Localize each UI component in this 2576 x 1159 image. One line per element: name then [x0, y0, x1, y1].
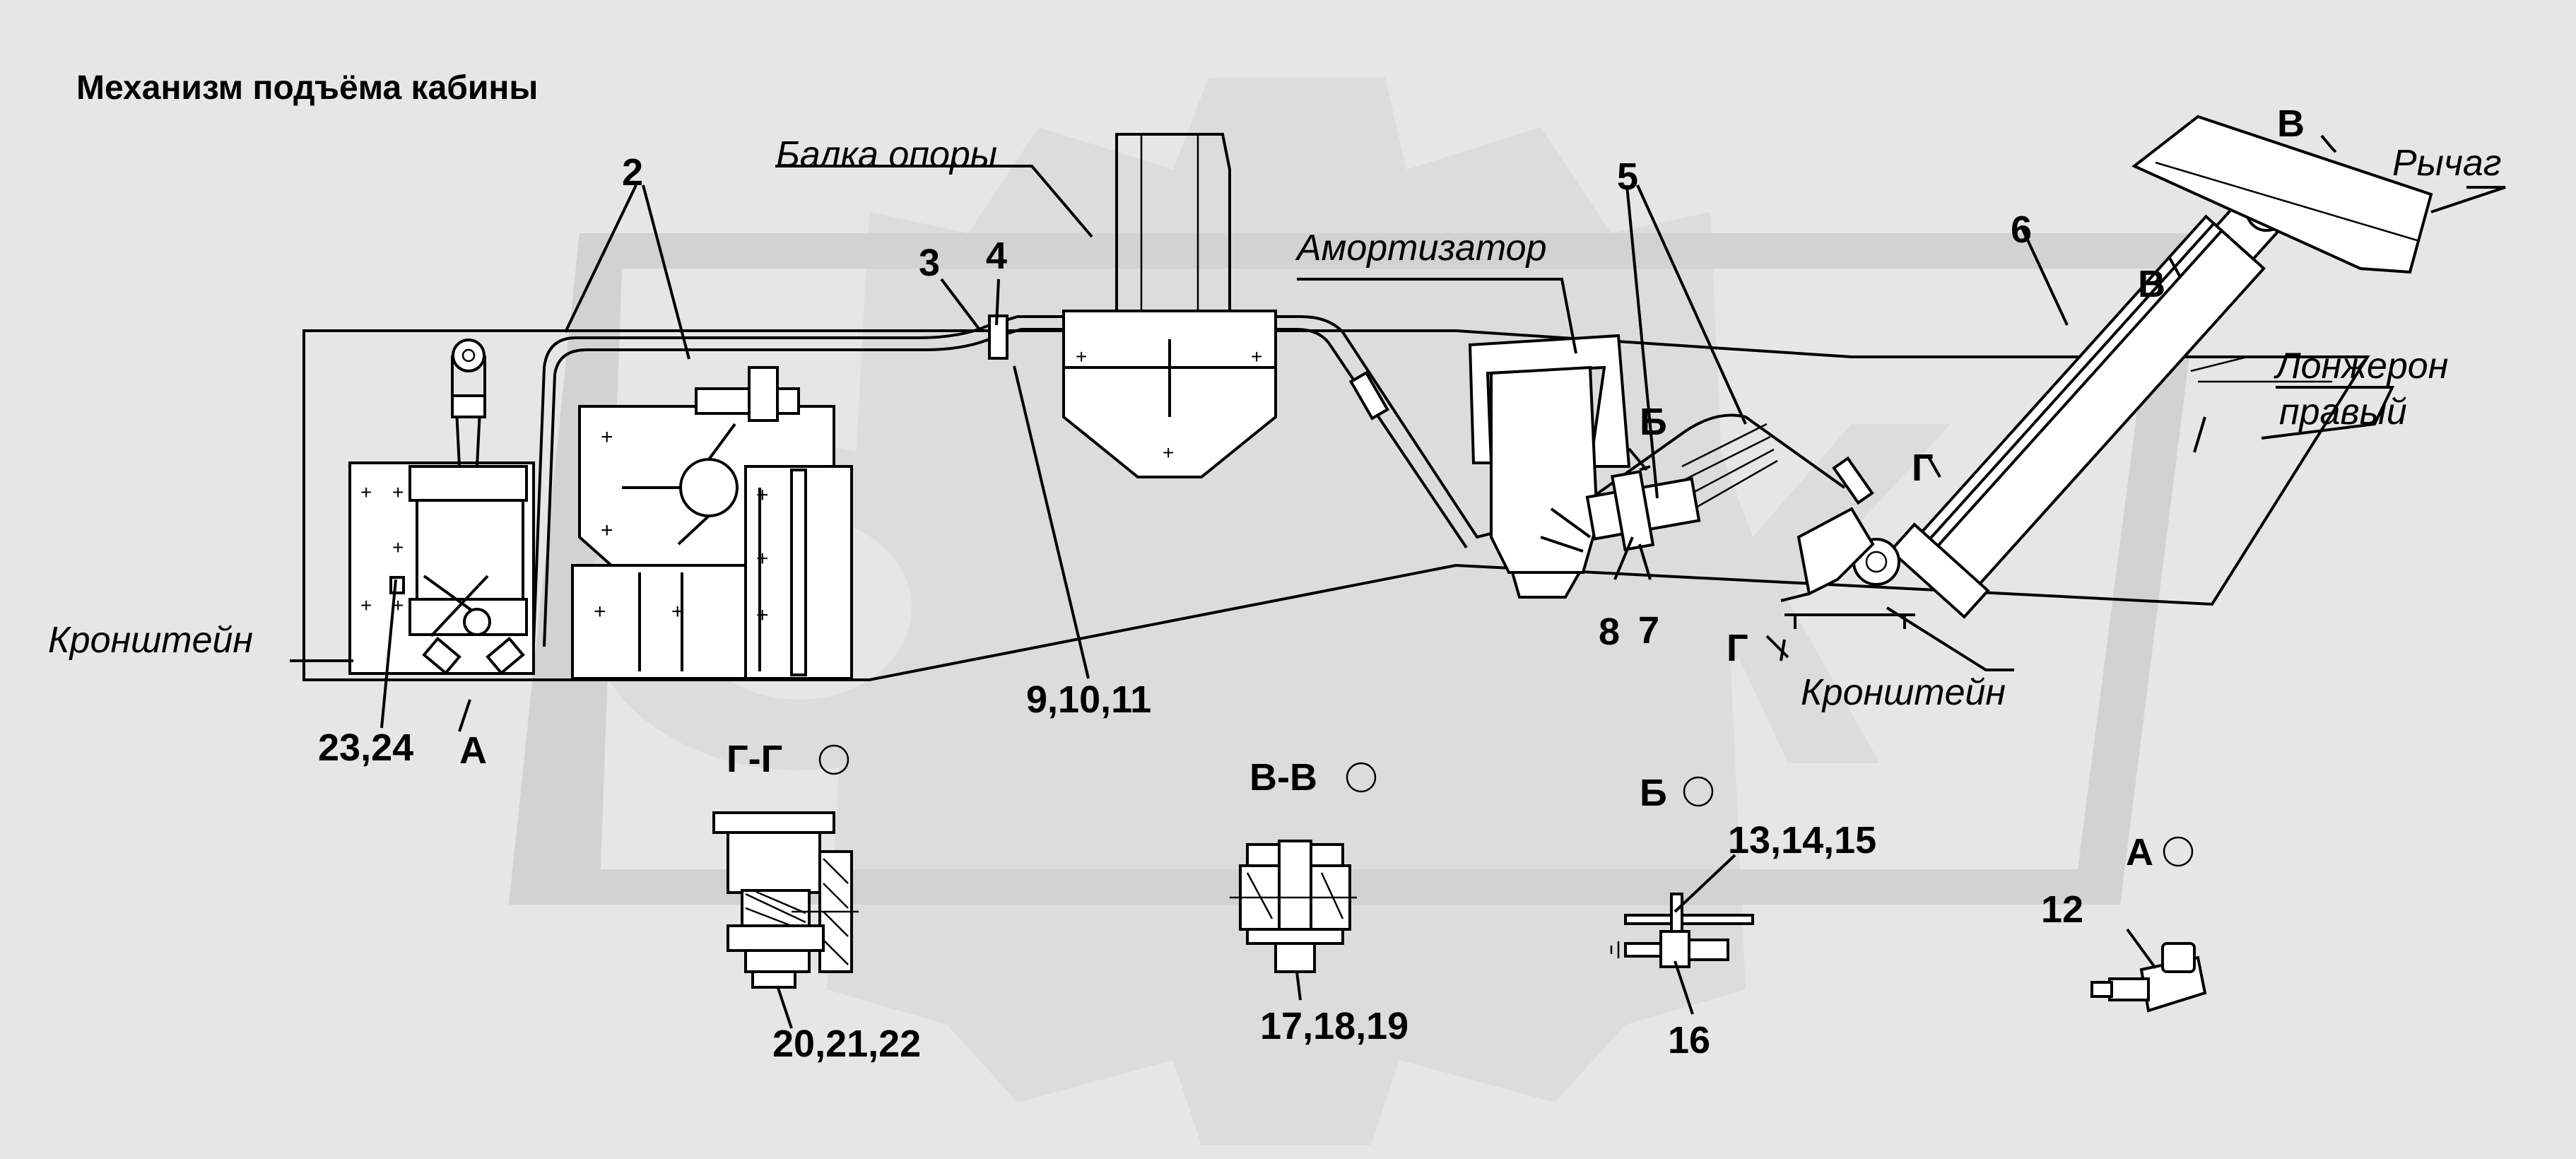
plus-mark: +	[392, 536, 404, 558]
leader-lines	[290, 165, 2506, 1029]
callout-5: 5	[1617, 155, 1638, 198]
callout-6: 6	[2011, 208, 2032, 251]
view-letter-v-top: В	[2277, 102, 2305, 145]
detail-view-b	[1610, 893, 1754, 968]
watermark-letter-x	[1541, 424, 1951, 763]
callout-20-21-22: 20,21,22	[772, 1023, 921, 1065]
detail-title-b: Б	[1640, 772, 1667, 814]
callout-4: 4	[986, 235, 1007, 277]
label-pravyy: правый	[2279, 392, 2407, 433]
hydraulic-cylinder	[1888, 176, 2298, 619]
label-balka-opory: Балка опоры	[776, 134, 997, 175]
plus-mark: +	[756, 547, 769, 570]
view-letter-v: В	[2138, 263, 2165, 305]
labels: Балка опоры Амортизатор Рычаг Лонжерон п…	[48, 134, 2501, 713]
plus-mark: +	[756, 483, 769, 507]
plus-mark: +	[1076, 346, 1087, 367]
label-rychag: Рычаг	[2392, 143, 2501, 184]
detail-title-a: А	[2126, 831, 2153, 873]
shock-absorber	[1468, 334, 1631, 599]
plus-mark: +	[671, 600, 684, 623]
plus-mark: +	[360, 481, 372, 503]
plus-mark: +	[1251, 346, 1262, 367]
callouts: 2 3 4 5 6 7 8 9,10,11 23,24 12 13,14,15 …	[318, 151, 2083, 1065]
section-view-gg	[712, 811, 859, 989]
callout-13-14-15: 13,14,15	[1728, 819, 1876, 861]
callout-16: 16	[1668, 1019, 1710, 1061]
view-letter-b: Б	[1640, 401, 1667, 443]
callout-2: 2	[622, 151, 643, 194]
view-letters: А Б В В Г Г Г-Г В-В Б А	[459, 102, 2305, 873]
watermark-letter-e	[1307, 424, 1597, 763]
callout-9-10-11: 9,10,11	[1026, 678, 1151, 721]
diagram-title: Механизм подъёма кабины	[76, 69, 538, 107]
label-kronshteyn-left: Кронштейн	[48, 620, 253, 661]
section-title-vv: В-В	[1249, 756, 1317, 799]
left-bracket-assembly: + + + + +	[348, 339, 535, 676]
lever	[2131, 114, 2433, 274]
plus-mark: +	[601, 425, 613, 449]
plus-mark: +	[594, 600, 606, 623]
label-lonzheron: Лонжерон	[2274, 346, 2448, 387]
callout-7: 7	[1638, 609, 1659, 652]
watermark-letter-p	[1018, 424, 1331, 763]
section-view-vv	[1230, 840, 1357, 973]
detail-view-a	[2090, 942, 2207, 1013]
view-marks	[818, 134, 2337, 867]
view-letter-g-top: Г	[1912, 447, 1934, 489]
section-title-gg: Г-Г	[727, 738, 782, 780]
callout-8: 8	[1599, 611, 1620, 653]
hydraulic-pipe	[532, 314, 1874, 647]
plus-mark: +	[392, 481, 404, 503]
fitting-assembly	[1540, 470, 1701, 553]
label-amortizator: Амортизатор	[1295, 228, 1547, 269]
support-beam: + + +	[1062, 133, 1277, 478]
label-kronshteyn-right: Кронштейн	[1801, 672, 2006, 713]
callout-17-18-19: 17,18,19	[1260, 1005, 1408, 1047]
callout-23-24: 23,24	[318, 726, 413, 769]
central-plate: + + + + + + +	[571, 366, 853, 680]
callout-3: 3	[919, 242, 940, 284]
view-letter-a: А	[459, 729, 487, 772]
plus-mark: +	[756, 604, 769, 627]
plus-mark: +	[360, 594, 372, 616]
plus-mark: +	[601, 519, 613, 542]
callout-12: 12	[2041, 888, 2083, 931]
view-letter-g: Г	[1727, 627, 1748, 669]
plus-mark: +	[1163, 442, 1174, 464]
